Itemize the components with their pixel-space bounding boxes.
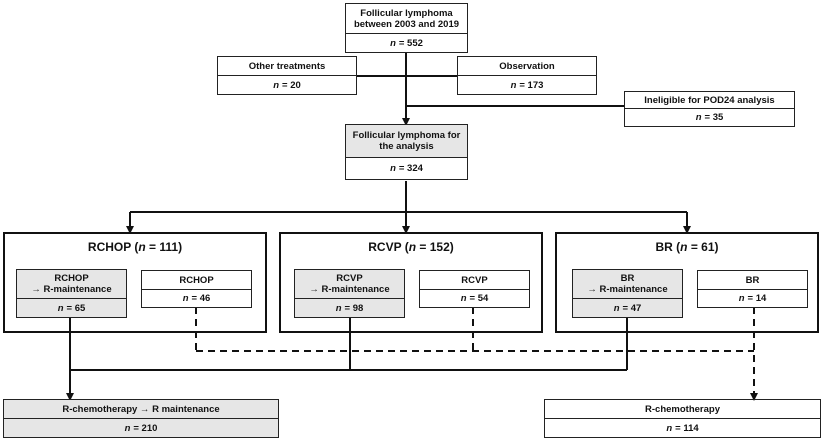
box-rchop-only: RCHOP n= 46 — [141, 270, 252, 308]
box-label: RCVP — [420, 271, 529, 290]
box-observation: Observation n= 173 — [457, 56, 597, 95]
box-label: R-chemotherapy → R maintenance — [4, 400, 278, 419]
box-rcvp-maintenance: RCVP → R-maintenance n= 98 — [294, 269, 405, 318]
box-label: Follicular lymphoma between 2003 and 201… — [346, 4, 467, 34]
box-outcome-r-maintenance: R-chemotherapy → R maintenance n= 210 — [3, 399, 279, 438]
box-label: Ineligible for POD24 analysis — [625, 92, 794, 109]
box-label: Observation — [458, 57, 596, 76]
box-rchop-maintenance: RCHOP → R-maintenance n= 65 — [16, 269, 127, 318]
box-label: Follicular lymphoma for the analysis — [346, 125, 467, 158]
box-label: RCHOP → R-maintenance — [17, 270, 126, 299]
box-label: Other treatments — [218, 57, 356, 76]
box-follicular-lymphoma-total: Follicular lymphoma between 2003 and 201… — [345, 3, 468, 53]
box-br-only: BR n= 14 — [697, 270, 808, 308]
box-label: BR → R-maintenance — [573, 270, 682, 299]
box-ineligible-pod24: Ineligible for POD24 analysis n= 35 — [624, 91, 795, 127]
box-analysis-cohort: Follicular lymphoma for the analysis n= … — [345, 124, 468, 180]
count: = 20 — [282, 79, 301, 91]
count: = 46 — [191, 293, 211, 304]
count: = 35 — [704, 112, 724, 123]
count: = 552 — [398, 37, 423, 49]
count: = 114 — [675, 422, 699, 434]
count: = 173 — [519, 79, 544, 91]
box-label: RCVP → R-maintenance — [295, 270, 404, 299]
box-other-treatments: Other treatments n= 20 — [217, 56, 357, 95]
count: = 98 — [344, 302, 364, 314]
count: = 47 — [622, 302, 642, 314]
group-rcvp: RCVP (n = 152) — [279, 232, 543, 333]
count: = 210 — [133, 422, 158, 434]
box-label: R-chemotherapy — [545, 400, 820, 419]
group-title: BR (n = 61) — [655, 240, 719, 254]
group-title: RCHOP (n = 111) — [87, 240, 183, 254]
count: = 14 — [747, 293, 767, 304]
group-rchop: RCHOP (n = 111) — [3, 232, 267, 333]
group-br: BR (n = 61) — [555, 232, 819, 333]
box-rcvp-only: RCVP n= 54 — [419, 270, 530, 308]
box-outcome-r-chemotherapy: R-chemotherapy n= 114 — [544, 399, 821, 438]
box-label: BR — [698, 271, 807, 290]
count: = 324 — [398, 163, 423, 174]
group-title: RCVP (n = 152) — [368, 240, 454, 254]
box-label: RCHOP — [142, 271, 251, 290]
count: = 65 — [66, 302, 86, 314]
count: = 54 — [469, 293, 489, 304]
box-br-maintenance: BR → R-maintenance n= 47 — [572, 269, 683, 318]
